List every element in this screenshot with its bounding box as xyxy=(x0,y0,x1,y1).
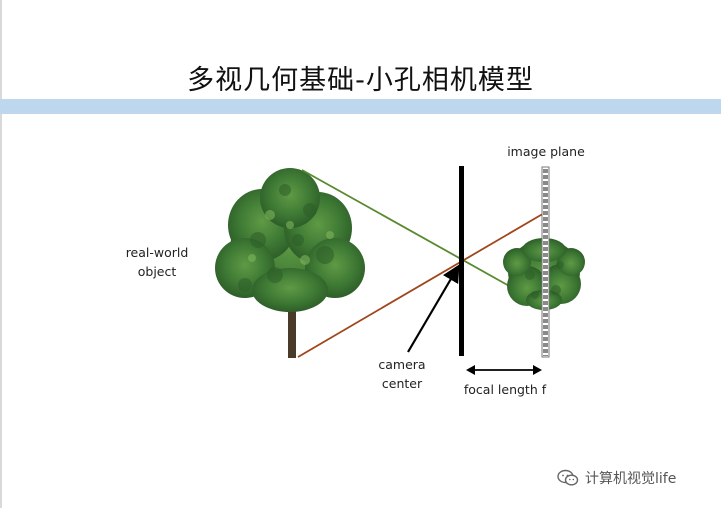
watermark: 计算机视觉life xyxy=(557,467,676,489)
camera-center-pointer xyxy=(407,264,460,353)
top-light-ray xyxy=(301,169,546,307)
image-plane-strip xyxy=(541,166,550,358)
object-label-line2: object xyxy=(138,264,177,279)
object-label-line1: real-world xyxy=(126,245,189,260)
bottom-light-ray xyxy=(297,211,547,358)
image-plane-label: image plane xyxy=(507,144,585,159)
real-world-tree xyxy=(215,168,365,358)
camera-center-label-line2: center xyxy=(382,376,423,391)
title-underline-bar xyxy=(0,99,721,114)
wechat-icon xyxy=(557,469,579,486)
watermark-text: 计算机视觉life xyxy=(585,471,677,487)
pinhole-barrier xyxy=(459,166,464,356)
camera-center-label-line1: camera xyxy=(378,357,425,372)
slide-title: 多视几何基础-小孔相机模型 xyxy=(187,65,534,96)
focal-length-label: focal length f xyxy=(464,382,547,397)
slide-left-edge xyxy=(0,0,2,508)
focal-length-arrow xyxy=(466,365,542,375)
